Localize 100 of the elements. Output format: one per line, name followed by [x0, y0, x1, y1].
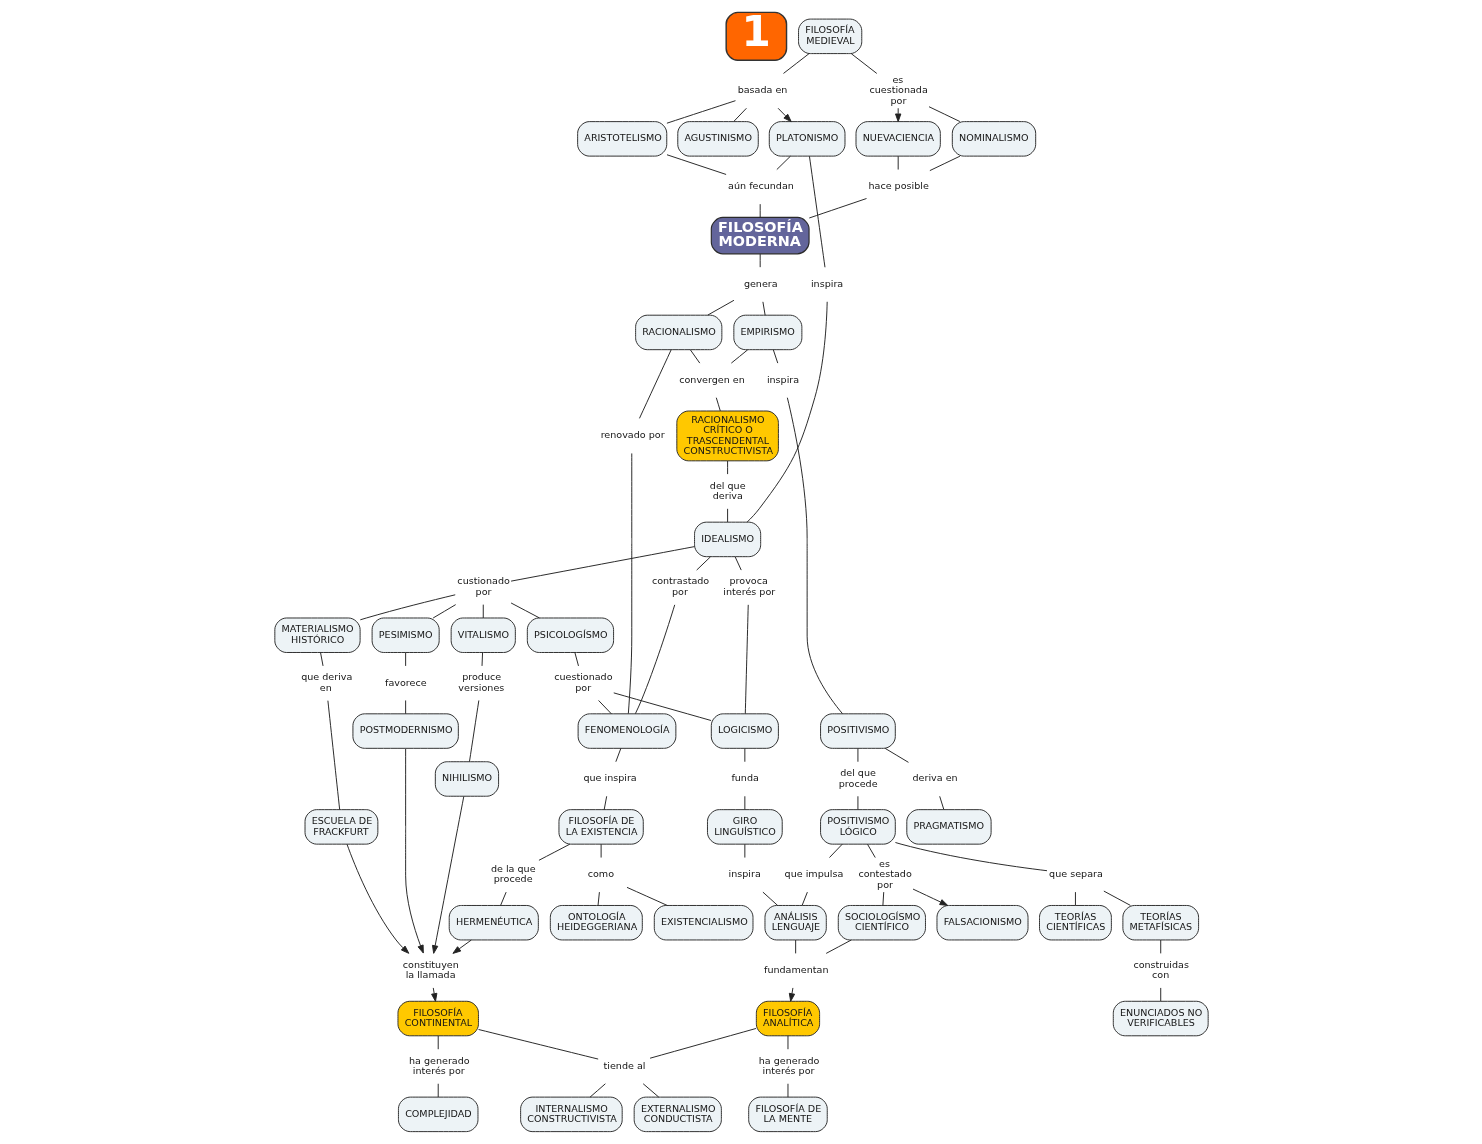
- connector: [782, 53, 809, 74]
- connector: [510, 602, 540, 619]
- connector: [856, 747, 858, 763]
- node-text: ha generado interés por: [408, 1054, 470, 1077]
- arrow: [404, 748, 424, 954]
- connector: [477, 1029, 599, 1060]
- connector: [828, 843, 843, 859]
- node-text: aún fecundan: [727, 180, 794, 192]
- node-box: LOGICISMO: [710, 713, 779, 749]
- node-text: del que deriva: [709, 479, 746, 502]
- connector: [695, 556, 711, 571]
- connector: [510, 546, 695, 582]
- connector: [638, 349, 672, 419]
- node-text: inspira: [810, 277, 843, 289]
- node-box: COMPLEJIDAD: [397, 1096, 478, 1133]
- arrow: [451, 939, 472, 954]
- node-box: NOMINALISMO: [951, 121, 1036, 157]
- node-text: tiende al: [603, 1059, 645, 1071]
- arrow: [894, 107, 901, 123]
- connector: [787, 1035, 788, 1050]
- connector: [938, 795, 944, 811]
- node-box: ANÁLISIS LENGUAJE: [764, 905, 827, 941]
- node-text: es cuestionada por: [868, 73, 928, 106]
- connector: [573, 652, 579, 667]
- node-box: ARISTOTELISMO: [576, 121, 667, 157]
- node-box: SOCIOLOGÍSMO CIENTÍFICO: [837, 905, 926, 941]
- node-text: deriva en: [912, 772, 958, 784]
- connector: [600, 843, 602, 859]
- node-box: EMPIRISMO: [732, 314, 802, 351]
- node-box: FILOSOFÍA MEDIEVAL: [797, 18, 862, 55]
- connector: [634, 604, 675, 715]
- arrow: [777, 107, 792, 123]
- node-text: del que procede: [838, 767, 878, 789]
- connector: [666, 154, 727, 175]
- node-box: NUEVACIENCIA: [855, 121, 941, 157]
- connector: [665, 100, 736, 124]
- node-text: inspira: [766, 373, 799, 385]
- node-box: FALSACIONISMO: [936, 905, 1028, 941]
- connector: [759, 203, 761, 218]
- connector: [437, 1083, 439, 1098]
- connector: [884, 747, 909, 763]
- node-text: produce versiones: [457, 671, 504, 693]
- node-text: hace posible: [867, 180, 929, 192]
- connector: [537, 843, 570, 861]
- connector: [1159, 987, 1161, 1002]
- connector: [856, 795, 858, 811]
- connector: [759, 253, 761, 268]
- connector: [603, 795, 607, 811]
- node-box: PLATONISMO: [768, 121, 845, 157]
- node-box: POSITIVISMO: [819, 713, 896, 749]
- node-text: de la que procede: [490, 862, 536, 885]
- connector: [1159, 939, 1161, 954]
- connector: [744, 604, 749, 715]
- connector: [730, 349, 748, 364]
- connector: [881, 891, 884, 906]
- connector: [761, 891, 778, 906]
- connector: [689, 349, 700, 364]
- connector: [732, 107, 747, 123]
- connector: [726, 508, 728, 523]
- connector: [808, 155, 825, 268]
- node-box: GIRO LINGUÍSTICO: [706, 809, 783, 845]
- connector: [482, 604, 484, 619]
- node-box: EXISTENCIALISMO: [653, 905, 753, 941]
- connector: [499, 891, 507, 906]
- arrow: [430, 987, 437, 1002]
- connector: [715, 397, 721, 412]
- connector: [359, 594, 456, 621]
- node-box: 1: [724, 11, 787, 61]
- node-box: PRAGMATISMO: [905, 809, 992, 845]
- node-text: que inspira: [582, 772, 637, 784]
- connector: [626, 886, 668, 906]
- arrow: [346, 843, 409, 954]
- connector: [928, 106, 960, 123]
- node-text: que impulsa: [784, 868, 843, 880]
- node-text: favorece: [384, 676, 427, 688]
- connector: [743, 843, 745, 859]
- node-text: basada en: [737, 84, 787, 96]
- node-text: provoca interés por: [722, 575, 775, 597]
- node-text: custionado por: [456, 575, 510, 597]
- node-box: RACIONALISMO: [634, 314, 722, 351]
- connector: [612, 692, 712, 721]
- node-text: que separa: [1048, 868, 1103, 880]
- node-box: POSITIVISMO LÓGICO: [819, 809, 896, 845]
- node-box: PSICOLOGÍSMO: [526, 617, 614, 653]
- node-text: construidas con: [1132, 958, 1189, 981]
- node-text: genera: [743, 277, 778, 289]
- node-text: que deriva en: [300, 671, 352, 693]
- node-box: FILOSOFÍA MODERNA: [710, 216, 810, 255]
- connector: [772, 349, 778, 364]
- connector: [432, 604, 456, 619]
- connector: [734, 556, 742, 571]
- node-box: TEORÍAS CIENTÍFICAS: [1038, 905, 1112, 941]
- connector: [706, 299, 734, 316]
- node-text: contrastado por: [651, 575, 709, 597]
- connector: [894, 842, 1047, 872]
- connector: [614, 747, 621, 763]
- node-text: es contestado por: [857, 857, 912, 890]
- arrow: [912, 888, 948, 906]
- connector: [627, 452, 632, 714]
- connector: [726, 460, 728, 475]
